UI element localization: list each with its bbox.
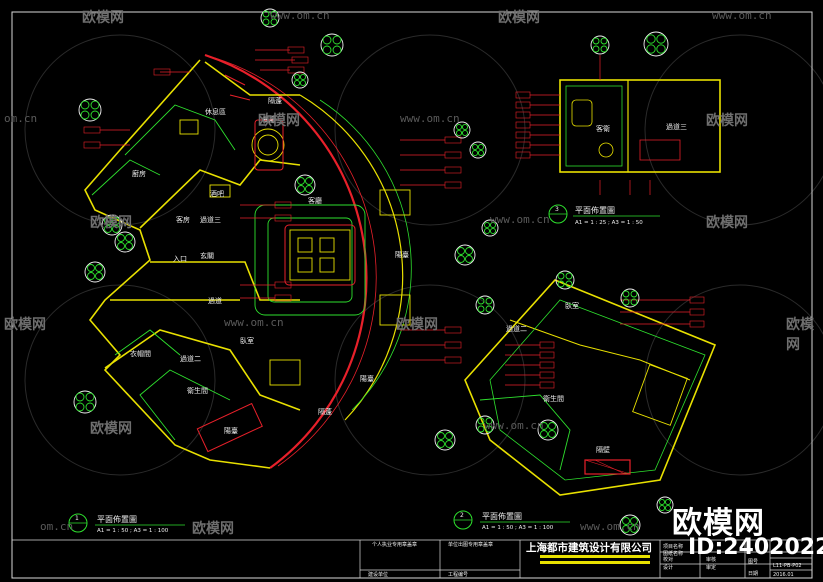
room-label-closet: 衣帽間 <box>130 349 151 358</box>
room-label-garden-top: 隔蓬 <box>268 96 282 105</box>
room-label-guest: 客房 <box>176 215 190 224</box>
watermark-circles <box>24 34 823 476</box>
title-block <box>12 539 812 578</box>
watermark-url-5: www.om.cn <box>490 213 550 226</box>
room-label-bedroom-b: 臥室 <box>565 301 579 310</box>
watermark-brand-large: 欧模网 <box>672 506 765 541</box>
plan-2-scale: A1 = 1 : 50 ; A3 = 1 : 100 <box>482 525 554 531</box>
plan-1-scale: A1 = 1 : 50 ; A3 = 1 : 100 <box>97 528 169 534</box>
watermark-brand-8: 欧模网 <box>396 317 438 333</box>
tb-header-2: 单位出图专用章盖章 <box>448 541 493 548</box>
room-label-corridor2: 過道二 <box>180 354 201 363</box>
room-label-corridor: 過道 <box>208 296 222 305</box>
watermark-brand-9: 欧模网 <box>786 317 814 353</box>
watermark-brand-1: 欧模网 <box>82 10 124 26</box>
watermark-url-7: www.om.cn <box>484 419 544 432</box>
tb-header-1: 个人执业专用章盖章 <box>372 541 417 548</box>
room-label-guest-wc: 客衛 <box>596 124 610 133</box>
tb-date: 2016.01 <box>773 572 794 578</box>
watermark-url-8: om.cn <box>40 520 74 533</box>
plan-title-3: 3 平面佈置圖 A1 = 1 : 25 ; A3 = 1 : 50 <box>548 204 660 226</box>
plan-3-number: 3 <box>555 206 559 213</box>
room-label-balcony-b: 陽臺 <box>395 250 409 259</box>
tb-field-6: 审定 <box>706 564 716 571</box>
watermark-id: ID:2402022 <box>688 535 823 560</box>
watermark-url-6: www.om.cn <box>224 316 284 329</box>
tb-bottom-2: 工程编号 <box>448 571 468 578</box>
plan-1: 休息區 隔蓬 餐廳 廚房 酒吧 客廳 客房 過道三 玄關 入口 過道 臥室 衣帽… <box>83 46 462 469</box>
plan-title-1: 1 平面佈置圖 A1 = 1 : 50 ; A3 = 1 : 100 <box>68 513 185 534</box>
room-label-balcony-a: 陽臺 <box>224 426 238 435</box>
watermark-url-9: www.om.cn <box>580 520 640 533</box>
room-label-corridor3: 過道三 <box>200 215 221 224</box>
room-label-garden-bottom: 隔蓬 <box>318 407 332 416</box>
plan-1-number: 1 <box>75 515 79 522</box>
watermark-url-4: www.om.cn <box>400 112 460 125</box>
watermark-brand-2: 欧模网 <box>498 10 540 26</box>
room-label-living: 客廳 <box>308 196 322 205</box>
tb-field-2: 图纸名称 <box>663 550 683 557</box>
plan-3-scale: A1 = 1 : 25 ; A3 = 1 : 50 <box>575 220 643 226</box>
watermark-url-3: om.cn <box>4 112 38 125</box>
watermark-url-2: www.om.cn <box>712 9 772 22</box>
plan-1-arc-boundary <box>204 53 368 469</box>
room-label-entry: 入口 <box>173 255 187 263</box>
room-label-corridor3-b: 過道三 <box>666 122 687 131</box>
room-label-bedroom: 臥室 <box>240 336 254 345</box>
tb-field-3: 校对 <box>663 556 673 563</box>
plan-2: 臥室 過道二 衛生間 隔壁 <box>464 279 717 496</box>
room-label-partition: 隔壁 <box>596 445 610 454</box>
room-label-hall: 玄關 <box>200 251 214 260</box>
watermark-brand-3: 欧模网 <box>258 113 300 129</box>
plan-2-title: 平面佈置圖 <box>482 511 522 521</box>
room-label-bath-b: 衛生間 <box>543 394 564 403</box>
watermark-brand-4: 欧模网 <box>706 113 748 129</box>
tb-field-5: 审核 <box>706 556 716 563</box>
plan-1-title: 平面佈置圖 <box>97 514 137 524</box>
room-label-bath: 衛生間 <box>187 386 208 395</box>
tb-field-4: 设计 <box>663 564 673 571</box>
watermark-brand-7: 欧模网 <box>4 317 46 333</box>
watermark-brand-10: 欧模网 <box>90 421 132 437</box>
tb-bottom-1: 建设单位 <box>368 571 388 578</box>
watermark-brand-5: 欧模网 <box>90 215 132 231</box>
plan-3-title: 平面佈置圖 <box>575 205 615 215</box>
plan-title-2: 2 平面佈置圖 A1 = 1 : 50 ; A3 = 1 : 100 <box>453 510 570 531</box>
tb-date-label: 日期 <box>748 571 758 577</box>
room-label-dining: 餐廳 <box>262 115 276 124</box>
room-label-balcony-c: 陽臺 <box>360 374 374 383</box>
plan-2-number: 2 <box>460 512 464 519</box>
room-label-study: 休息區 <box>205 107 226 116</box>
tb-company: 上海都市建筑设计有限公司 <box>526 541 652 554</box>
view-symbols <box>73 8 674 536</box>
watermark-url-1: www.om.cn <box>270 9 330 22</box>
plan-3: 客衛 過道三 <box>515 55 721 195</box>
watermark-brand-11: 欧模网 <box>192 521 234 537</box>
watermark-brand-6: 欧模网 <box>706 215 748 231</box>
tb-drawing-no-label: 图号 <box>748 559 758 565</box>
tb-field-1: 项目名称 <box>663 543 683 550</box>
room-label-kitchen: 廚房 <box>132 169 146 178</box>
room-label-corridor2-b: 過道二 <box>506 324 527 333</box>
sheet-border <box>11 11 813 579</box>
tb-drawing-no: L11-PB-P02 <box>773 563 802 569</box>
room-label-bar: 酒吧 <box>210 190 224 198</box>
